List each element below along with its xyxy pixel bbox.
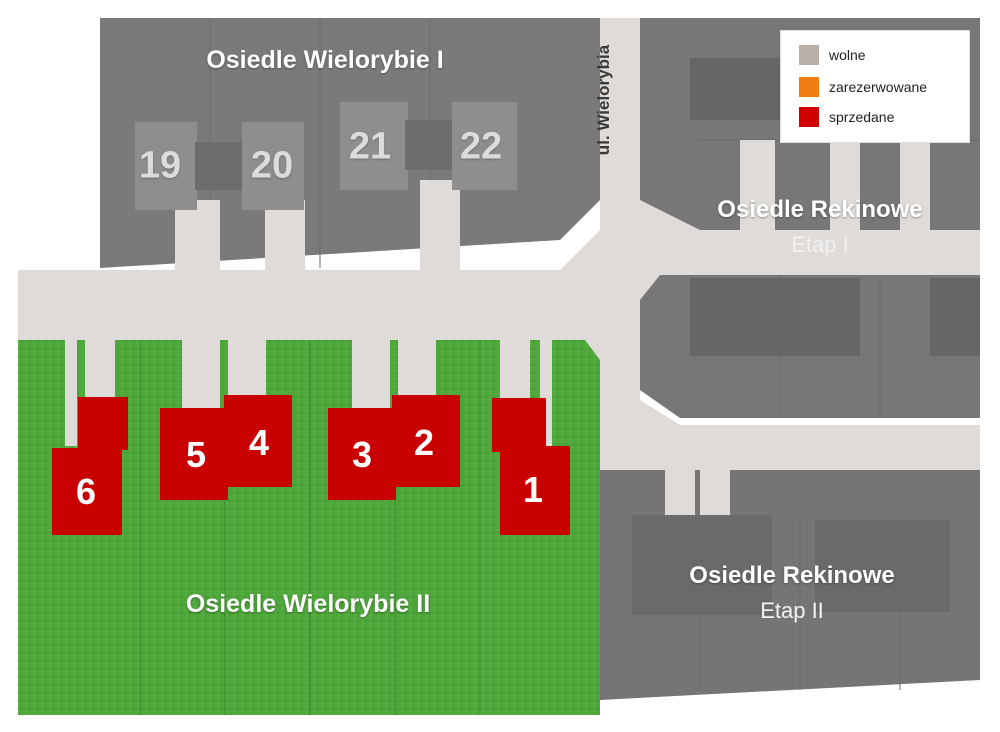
- legend-item-zarezerwowane: zarezerwowane: [799, 77, 927, 97]
- wielorybie2-driveways: [65, 338, 552, 446]
- rekinowe-houses: [632, 58, 980, 615]
- estate-label-wielorybie-2: Osiedle Wielorybie II: [185, 590, 431, 618]
- plot-number-6[interactable]: 6: [75, 471, 97, 512]
- legend-item-wolne: wolne: [799, 45, 866, 65]
- plot-number-3[interactable]: 3: [351, 434, 373, 475]
- estate-label-rekinowe-1: Osiedle Rekinowe: [717, 196, 923, 223]
- estate-label-wielorybie-1: Osiedle Wielorybie I: [206, 46, 444, 74]
- legend-label-zarezerwowane: zarezerwowane: [829, 79, 928, 95]
- legend: wolne zarezerwowane sprzedane: [780, 30, 970, 143]
- plot-number-2[interactable]: 2: [413, 422, 435, 463]
- estate-stage-rekinowe-2: Etap II: [760, 598, 824, 623]
- legend-swatch-zarezerwowane: [799, 77, 819, 97]
- wielorybie1-houses: [135, 102, 517, 210]
- wielorybie2-divisions: [139, 340, 481, 715]
- plot-number-22[interactable]: 22: [459, 125, 503, 168]
- sold-houses: [52, 395, 570, 535]
- legend-swatch-sprzedane: [799, 107, 819, 127]
- legend-swatch-wolne: [799, 45, 819, 65]
- plot-number-19[interactable]: 19: [138, 144, 182, 187]
- legend-label-wolne: wolne: [829, 47, 866, 63]
- plot-number-5[interactable]: 5: [185, 434, 207, 475]
- roads: [18, 18, 980, 520]
- plot-number-20[interactable]: 20: [250, 144, 294, 187]
- legend-item-sprzedane: sprzedane: [799, 107, 894, 127]
- plot-number-4[interactable]: 4: [248, 422, 270, 463]
- estate-stage-rekinowe-1: Etap I: [791, 232, 849, 257]
- street-label: ul. Wielorybia: [594, 44, 613, 156]
- plot-number-1[interactable]: 1: [522, 469, 544, 510]
- plot-number-21[interactable]: 21: [348, 125, 392, 168]
- legend-label-sprzedane: sprzedane: [829, 109, 895, 125]
- estate-label-rekinowe-2: Osiedle Rekinowe: [689, 562, 895, 589]
